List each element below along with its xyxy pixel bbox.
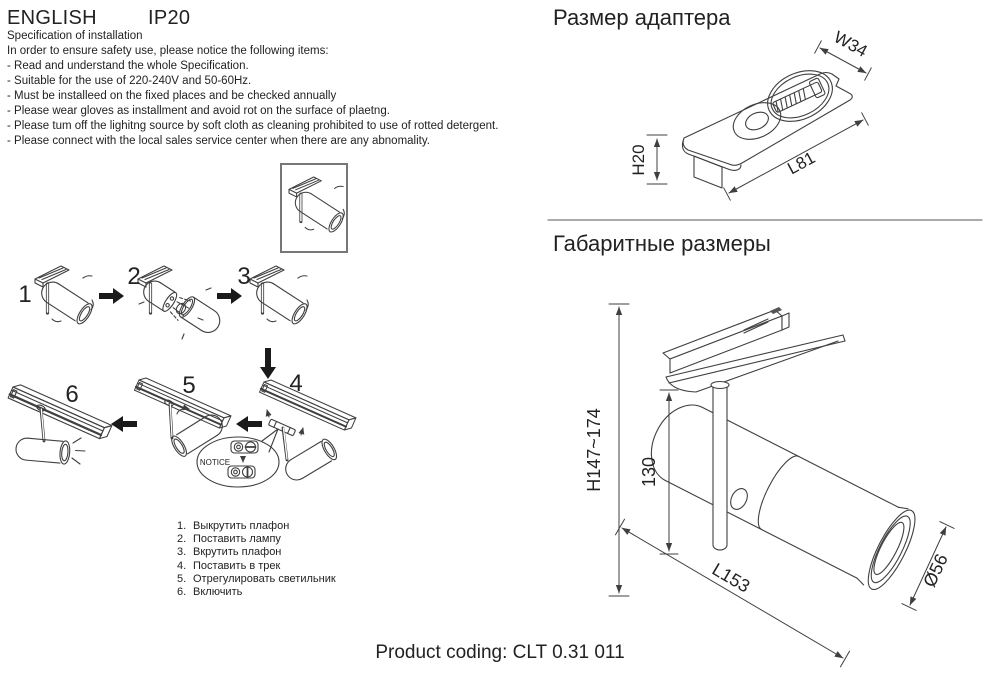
arrow-right-icon — [217, 288, 242, 304]
notice-label: NOTICE — [200, 458, 230, 467]
step-2-figure — [136, 264, 221, 340]
list-item-text: Поставить в трек — [193, 559, 281, 572]
step-5-figure — [133, 374, 232, 460]
overall-dimension-labels: H147~174 130 L153 Ø56 — [584, 408, 952, 596]
arrow-left-icon — [236, 416, 262, 432]
list-item-number: 6. — [177, 586, 187, 599]
step-6-figure — [7, 381, 113, 466]
ip-rating-label: IP20 — [148, 7, 191, 29]
arrow-down-icon — [260, 348, 276, 379]
list-item: 2. Поставить лампу — [177, 533, 336, 546]
list-item-text: Выкрутить плафон — [193, 520, 290, 532]
list-item: 3. Вкрутить плафон — [177, 546, 336, 559]
step-number-labels: 1 2 3 4 5 6 — [18, 263, 302, 408]
dim-label-height-range: H147~174 — [584, 408, 604, 492]
spec-intro: In order to ensure safety use, please no… — [7, 45, 329, 57]
list-item: 4. Поставить в трек — [177, 560, 336, 573]
dim-label-h20: H20 — [629, 144, 648, 175]
spec-item: - Must be installeed on the fixed places… — [7, 90, 337, 102]
language-label: ENGLISH — [7, 7, 97, 29]
step-number: 3 — [237, 263, 250, 290]
list-item-number: 1. — [177, 520, 187, 532]
overall-section-title: Габаритные размеры — [553, 231, 771, 256]
adapter-section-title: Размер адаптера — [553, 5, 731, 30]
adapter-dimension-lines — [646, 40, 872, 201]
step-number: 4 — [289, 370, 302, 397]
list-item: 1. Выкрутить плафон — [177, 520, 336, 533]
adapter-figure — [681, 70, 853, 189]
dim-label-diameter: Ø56 — [919, 551, 952, 590]
specification-block: Specification of installation In order t… — [7, 29, 498, 149]
spec-item: - Please wear gloves as installment and … — [7, 105, 390, 117]
list-item-number: 5. — [177, 572, 187, 585]
list-item-text: Вкрутить плафон — [193, 546, 282, 559]
list-item-number: 4. — [177, 559, 187, 572]
flow-arrows — [99, 288, 276, 432]
lock-locked-icon — [227, 465, 256, 479]
light-rays — [71, 437, 86, 465]
adapter-dimension-labels: H20 L81 W34 — [629, 27, 871, 178]
notice-balloon — [196, 428, 280, 488]
step-4-figure — [258, 376, 357, 486]
list-item-number: 3. — [177, 546, 187, 559]
arrow-right-icon — [99, 288, 124, 304]
spec-item: - Suitable for the use of 220-240V and 5… — [7, 75, 252, 87]
inset-figure-frame — [280, 163, 348, 253]
spec-item: - Please connect with the local sales se… — [7, 135, 430, 147]
list-item-text: Включить — [193, 586, 243, 599]
spec-item: - Read and understand the whole Specific… — [7, 60, 249, 72]
step-number: 2 — [127, 263, 140, 290]
spec-title: Specification of installation — [7, 30, 143, 42]
list-item-number: 2. — [177, 533, 187, 546]
step-3-figure — [250, 266, 310, 326]
list-item-text: Отрегулировать светильник — [193, 572, 336, 585]
steps-ru-list: 1. Выкрутить плафон 2. Поставить лампу 3. В… — [177, 520, 336, 599]
product-coding: Product coding: CLT 0.31 011 — [375, 642, 625, 663]
step-number: 5 — [182, 372, 195, 399]
spec-item: - Please tum off the lighitng source by … — [7, 120, 499, 132]
overall-dimension-lines — [608, 303, 955, 668]
overall-figure — [650, 307, 916, 591]
dim-label-130: 130 — [639, 457, 659, 487]
lock-unlocked-icon — [230, 440, 259, 454]
list-item-text: Поставить лампу — [193, 533, 281, 546]
step-1-figure — [35, 266, 95, 326]
list-item: 5. Отрегулировать светильник — [177, 573, 336, 586]
dim-label-l153: L153 — [709, 559, 754, 597]
list-item: 6. Включить — [177, 586, 336, 599]
dim-label-w34: W34 — [831, 27, 871, 60]
step-number: 6 — [65, 381, 78, 408]
step-number: 1 — [18, 281, 31, 308]
arrow-left-icon — [111, 416, 137, 432]
dim-label-l81: L81 — [784, 148, 818, 178]
